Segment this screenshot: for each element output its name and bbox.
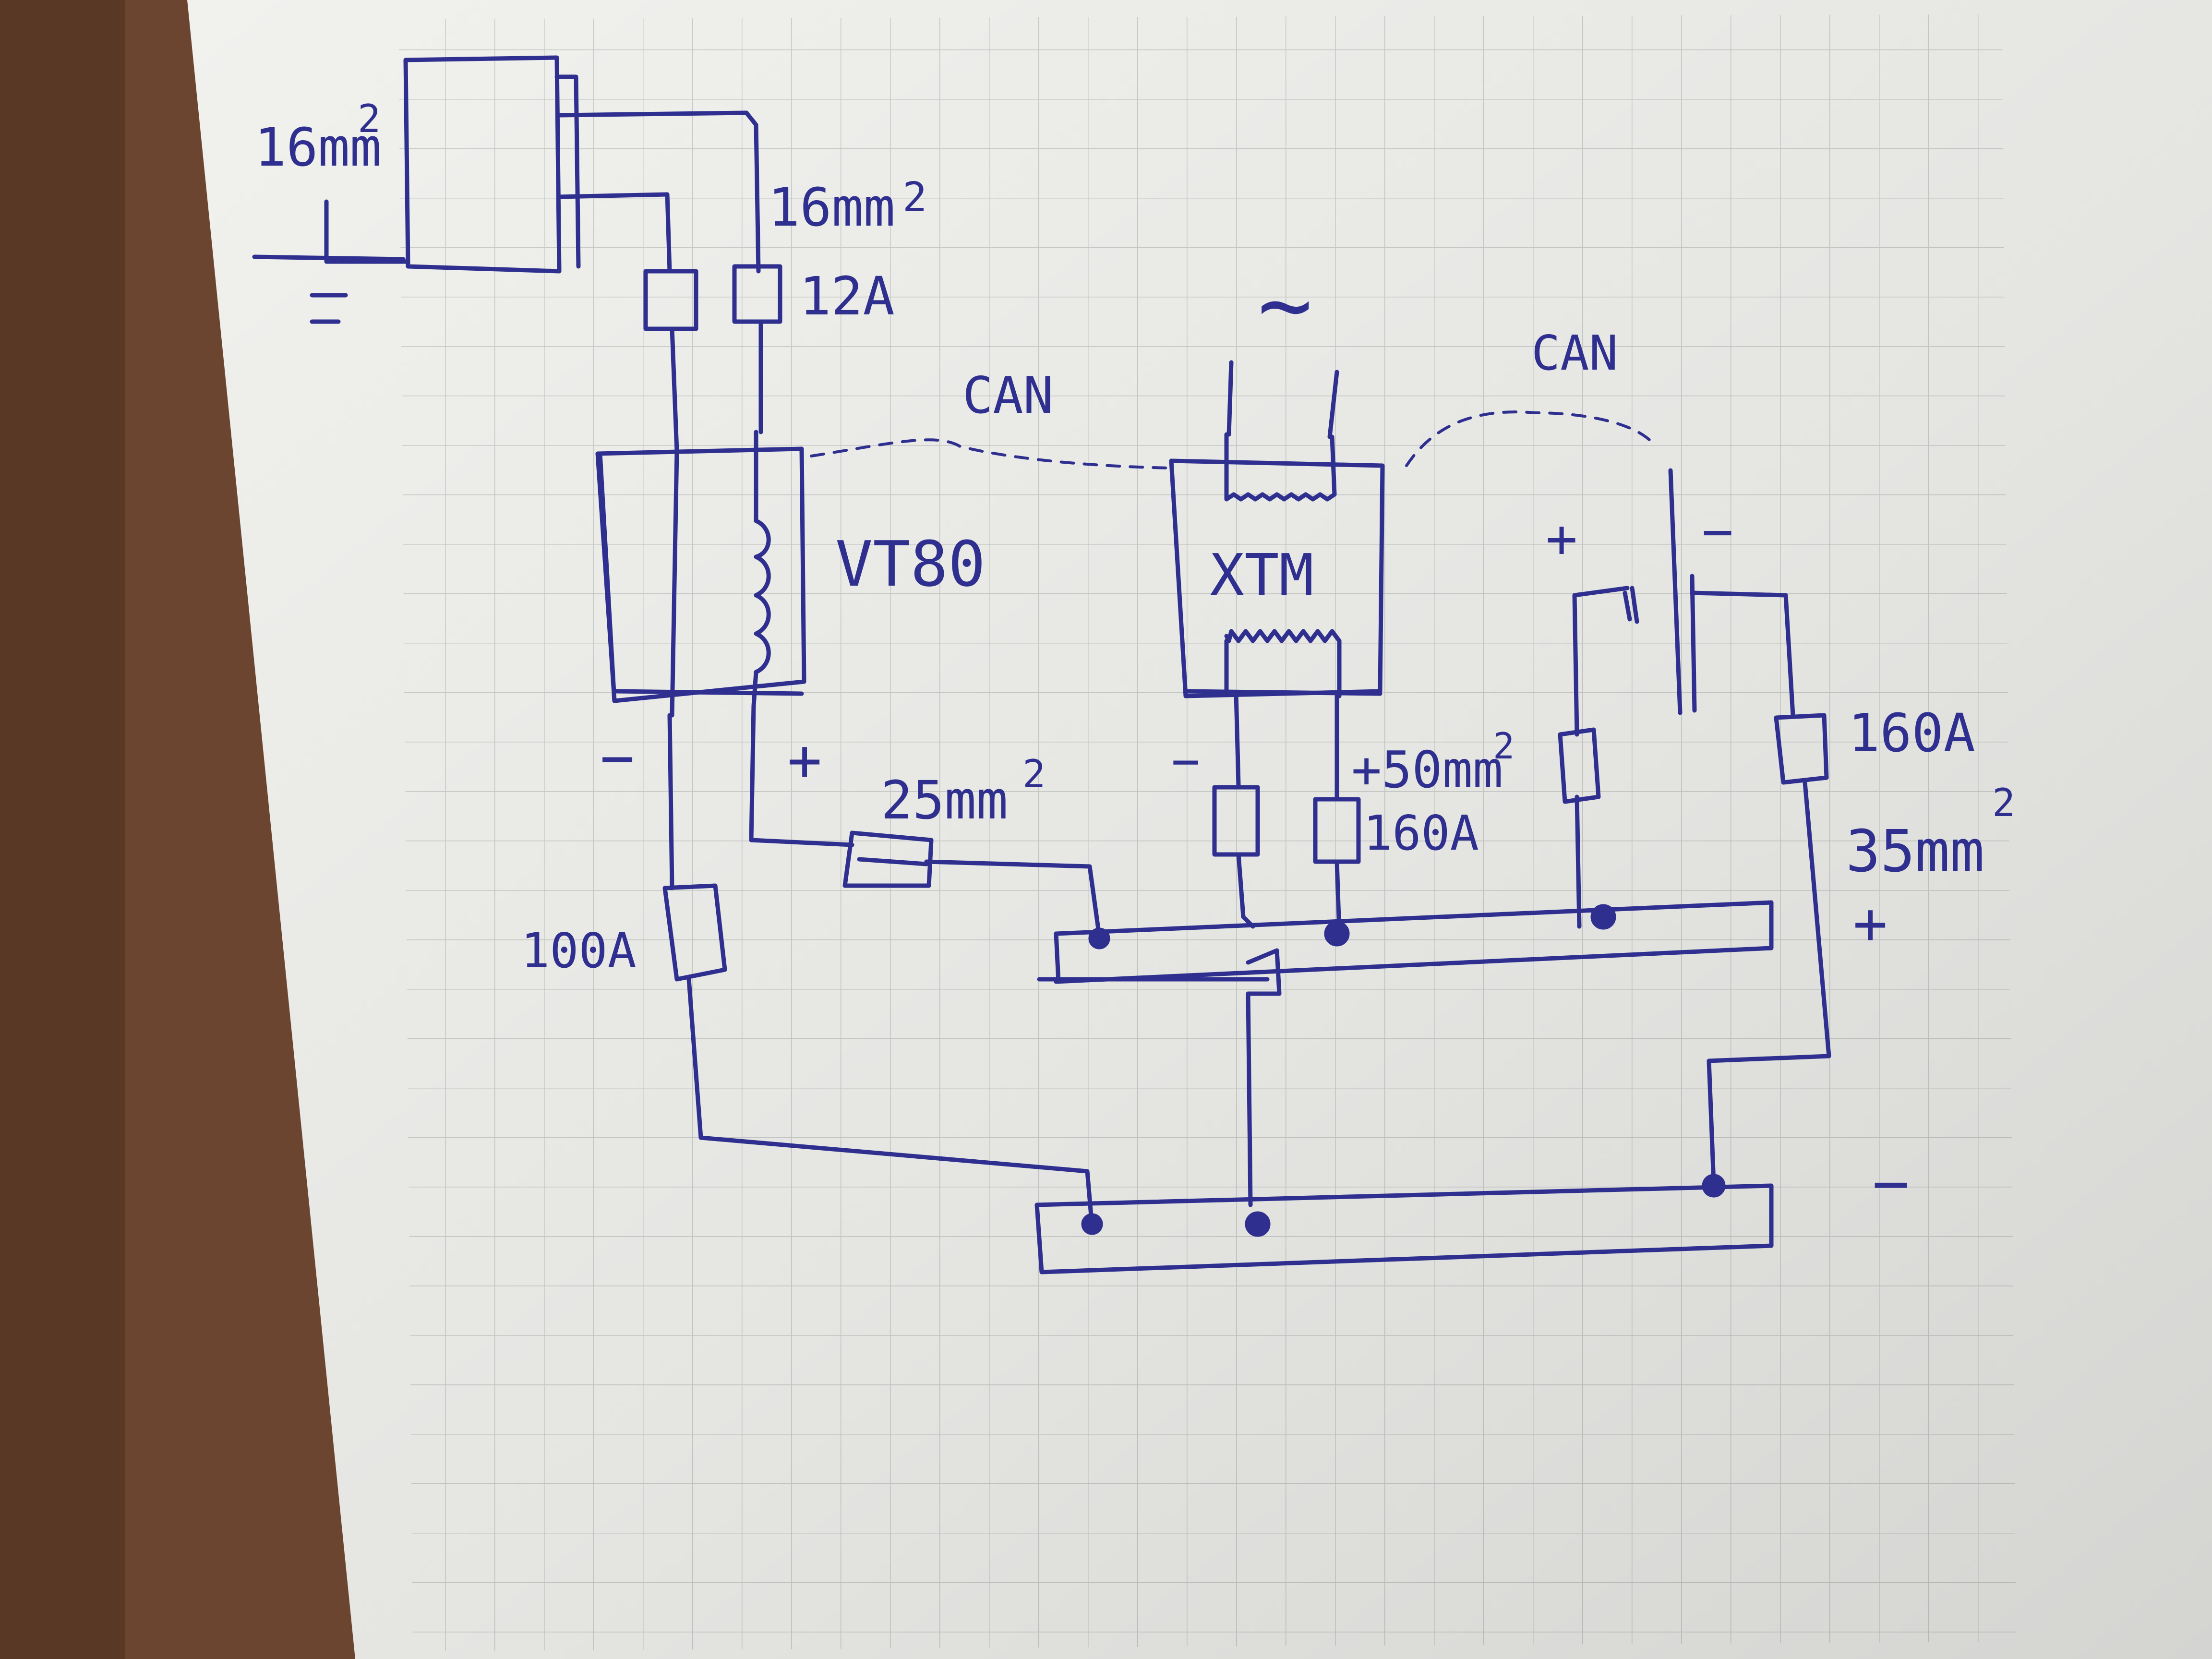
- label-vt80: VT80: [835, 528, 986, 601]
- label-fuse-160a-mid: 160A: [1363, 805, 1479, 861]
- plus-busbar-terminal-3: [1590, 904, 1616, 930]
- label-35mm: 35mm: [1846, 818, 1984, 885]
- label-16mm-left-sup: 2: [358, 96, 381, 141]
- label-fuse-100a: 100A: [521, 923, 637, 979]
- label-vt80-minus: −: [600, 725, 635, 792]
- label-25mm: 25mm: [881, 769, 1008, 831]
- label-35mm-sup: 2: [1992, 781, 2015, 825]
- label-50mm-sup: 2: [1493, 725, 1515, 767]
- label-battery-minus: −: [1702, 501, 1733, 562]
- minus-busbar-terminal-1: [1081, 1213, 1103, 1235]
- label-ac-symbol: ~: [1258, 252, 1312, 358]
- feed-wires: [557, 110, 782, 454]
- minus-busbar-terminal-3: [1702, 1174, 1726, 1198]
- vt80-positive-wire: [749, 703, 1102, 938]
- label-vt80-plus: +: [787, 727, 822, 794]
- ink-drawing: [252, 55, 1831, 1274]
- label-plus-busbar: +: [1853, 890, 1887, 957]
- label-battery-plus: +: [1546, 508, 1577, 569]
- source-box: [252, 55, 581, 324]
- paper-shade: [187, 0, 2212, 1659]
- label-fuse-12a: 12A: [799, 265, 895, 327]
- label-can-left: CAN: [962, 366, 1054, 425]
- fuse-xtm-negative: [1212, 785, 1260, 857]
- label-fuse-160a-right: 160A: [1848, 702, 1975, 764]
- label-50mm: +50mm: [1351, 741, 1503, 799]
- plus-busbar-terminal-2: [1324, 921, 1350, 947]
- label-xtm-minus: −: [1171, 733, 1200, 789]
- label-minus-busbar: −: [1872, 1147, 1910, 1220]
- minus-busbar: [1034, 1174, 1774, 1274]
- vt80-negative-wire: [662, 713, 1094, 1229]
- desk-stripe: [0, 0, 125, 1659]
- label-xtm: XTM: [1210, 542, 1314, 609]
- label-can-right: CAN: [1531, 325, 1618, 381]
- label-16mm-right: 16mm: [768, 177, 895, 238]
- plus-busbar: [1037, 900, 1774, 1207]
- vt80-box: [595, 430, 806, 718]
- label-16mm-left: 16mm: [254, 117, 382, 178]
- xtm-box: [1169, 432, 1385, 698]
- can-bus-lines: [810, 410, 1653, 469]
- minus-busbar-terminal-2: [1245, 1211, 1271, 1237]
- fuse-12a-right: [732, 264, 782, 324]
- plus-busbar-terminal-1: [1088, 927, 1110, 950]
- label-16mm-right-sup: 2: [902, 174, 927, 221]
- battery-bank: [1558, 468, 1831, 1186]
- ac-input: [1226, 360, 1339, 439]
- label-25mm-sup: 2: [1022, 752, 1046, 796]
